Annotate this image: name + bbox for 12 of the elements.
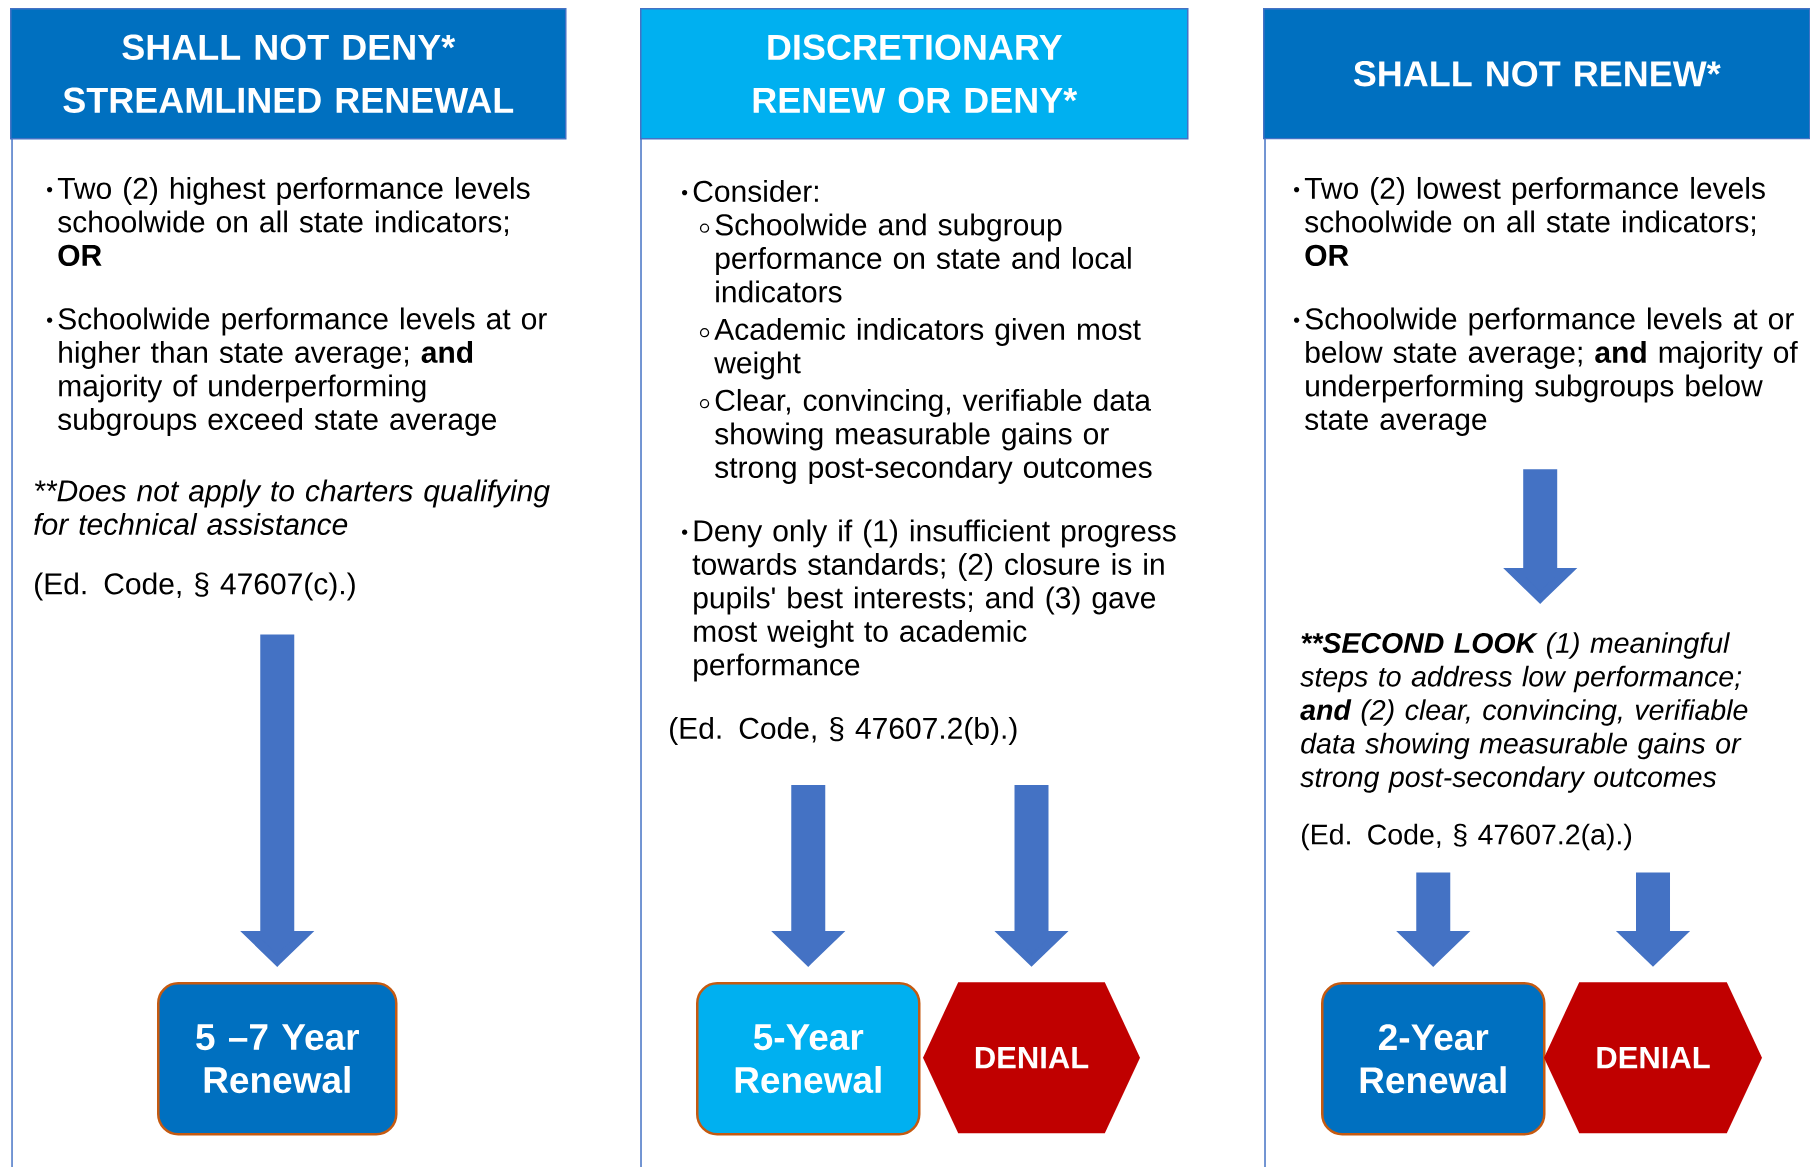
outcome-box: 5 –7 Year Renewal xyxy=(157,982,398,1136)
criteria-text: Two (2) highest performance levels schoolwide on all state indicators; OR Schoolwide performance levels at or higher than state average; and majority of underperforming subgroups exceed state average **Does not apply to charters qualifying for technical assistance (Ed. Code, § 47607(c).) xyxy=(34,176,550,601)
column-header: SHALL NOT RENEW* xyxy=(1263,8,1810,140)
column-header: SHALL NOT DENY* STREAMLINED RENEWAL xyxy=(10,8,567,140)
outcome-box: 5-Year Renewal xyxy=(696,982,921,1136)
criteria-text: Consider: Schoolwide and subgroup performance on state and local indicators Academic indicators given most weight Clear, convincing, verifiable data showing measurable gains or strong post-secondary outcomes Deny only if (1) insufficient progress towards standards; (2) closure is in pupils' best interests; and (3) gave most weight to academic performance (Ed. Code, § 47607.2(b).) xyxy=(670,179,1176,745)
criteria-text: **SECOND LOOK (1) meaningful steps to address low performance; and (2) clear, convincing, verifiable data showing measurable gains or strong post-secondary outcomes (Ed. Code, § 47607.2(a).) xyxy=(1300,632,1748,851)
outcome-box: 2-Year Renewal xyxy=(1321,982,1546,1136)
denial-hexagon: DENIAL xyxy=(923,982,1140,1134)
denial-hexagon: DENIAL xyxy=(1544,982,1762,1134)
criteria-text: Two (2) lowest performance levels schoolwide on all state indicators; OR Schoolwide performance levels at or below state average; and majority of underperforming subgroups below state average xyxy=(1294,176,1798,436)
column-header: DISCRETIONARY RENEW OR DENY* xyxy=(640,8,1189,140)
